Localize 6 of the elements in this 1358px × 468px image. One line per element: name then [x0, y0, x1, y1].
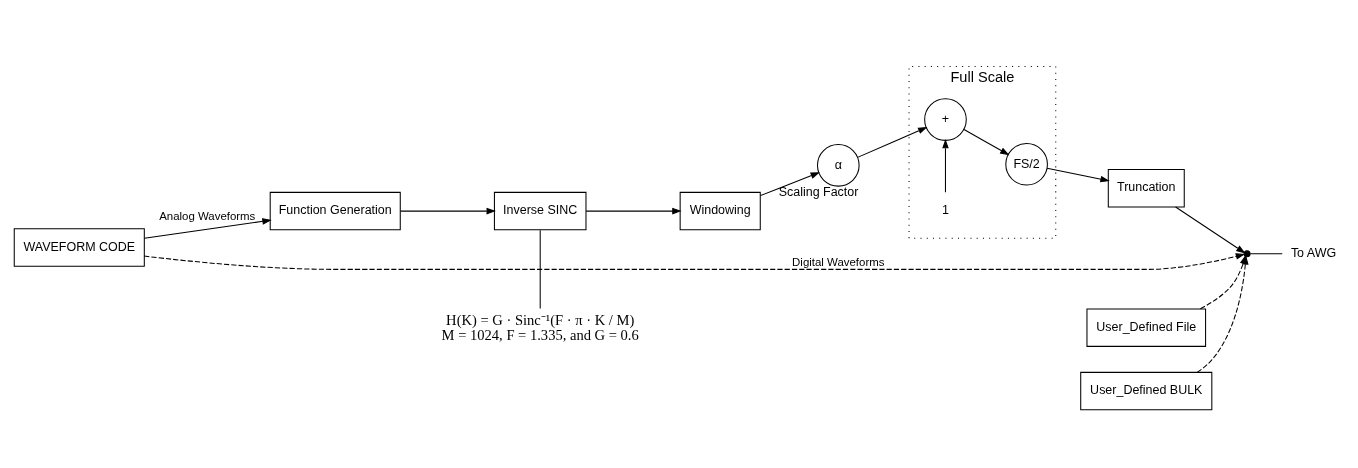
node-label: Scaling Factor	[778, 185, 858, 200]
node-text: H(K) = G · Sinc⁻¹(F · π · K / M) M = 1024, F = 1.335, and G = 0.6	[441, 311, 639, 344]
node-text: To AWG	[1290, 245, 1336, 260]
node-text: 1	[941, 203, 949, 218]
edge-label: Digital Waveforms	[791, 256, 884, 269]
edge-label: Analog Waveforms	[158, 210, 255, 223]
